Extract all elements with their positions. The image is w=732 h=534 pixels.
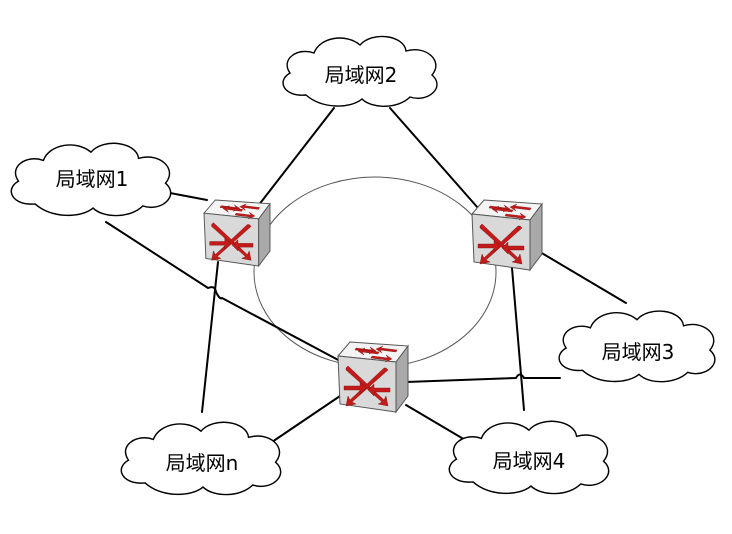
link-lan1-switch-left bbox=[169, 192, 208, 201]
switch-arrow-icon bbox=[501, 241, 525, 255]
switch-arrow-icon bbox=[504, 212, 527, 221]
cloud-label-lan4: 局域网4 bbox=[493, 449, 566, 473]
switch-arrow-icon bbox=[370, 354, 393, 363]
cloud-label-lan1: 局域网1 bbox=[56, 167, 129, 191]
switch-arrow-icon bbox=[232, 239, 254, 252]
cloud-label-lan2: 局域网2 bbox=[325, 63, 398, 87]
switch-arrow-icon bbox=[234, 212, 256, 220]
switch-arrow-icon bbox=[509, 203, 532, 212]
cloud-lan4: 局域网4 bbox=[448, 420, 610, 495]
switch-arrow-icon bbox=[209, 237, 231, 250]
switch-arrow-icon bbox=[491, 205, 514, 214]
link-switch-right-lan3 bbox=[539, 251, 627, 304]
switch-arrow-icon bbox=[343, 381, 367, 395]
link-switch-right-lan4 bbox=[511, 267, 525, 411]
link-switch-left-lann bbox=[201, 261, 219, 413]
link-lan1-switch-center bbox=[105, 221, 343, 363]
switch-side-face bbox=[395, 344, 409, 414]
switch-side-face bbox=[529, 202, 543, 272]
cloud-lan2: 局域网2 bbox=[282, 35, 438, 107]
switch-right bbox=[470, 199, 543, 272]
switch-arrow-icon bbox=[211, 224, 252, 261]
cloud-lan3: 局域网3 bbox=[558, 310, 716, 383]
link-lan2-switch-right bbox=[389, 107, 479, 209]
backbone-ring bbox=[253, 176, 497, 368]
switch-layer bbox=[203, 199, 543, 414]
switch-arrow-icon bbox=[375, 345, 398, 354]
switch-arrow-icon bbox=[367, 383, 391, 397]
switch-arrow-icon bbox=[479, 225, 523, 265]
cloud-label-lan3: 局域网3 bbox=[602, 340, 675, 364]
switch-arrow-icon bbox=[345, 367, 389, 407]
switch-arrow-icon bbox=[357, 347, 380, 356]
link-switch-center-lann bbox=[271, 395, 341, 443]
link-switch-center-lan4 bbox=[405, 404, 473, 445]
switch-arrow-icon bbox=[239, 203, 260, 211]
switch-arrow-icon bbox=[477, 239, 501, 253]
switch-center bbox=[336, 341, 409, 414]
switch-side-face bbox=[258, 202, 271, 268]
link-lan2-switch-left bbox=[257, 107, 335, 207]
cloud-label-lann: 局域网n bbox=[166, 451, 239, 475]
switch-arrow-icon bbox=[222, 205, 243, 213]
cloud-lan1: 局域网1 bbox=[10, 142, 172, 217]
cloud-lann: 局域网n bbox=[120, 421, 282, 496]
switch-left bbox=[203, 199, 271, 268]
link-switch-center-lan3 bbox=[405, 373, 561, 383]
connection-lines bbox=[105, 107, 627, 445]
